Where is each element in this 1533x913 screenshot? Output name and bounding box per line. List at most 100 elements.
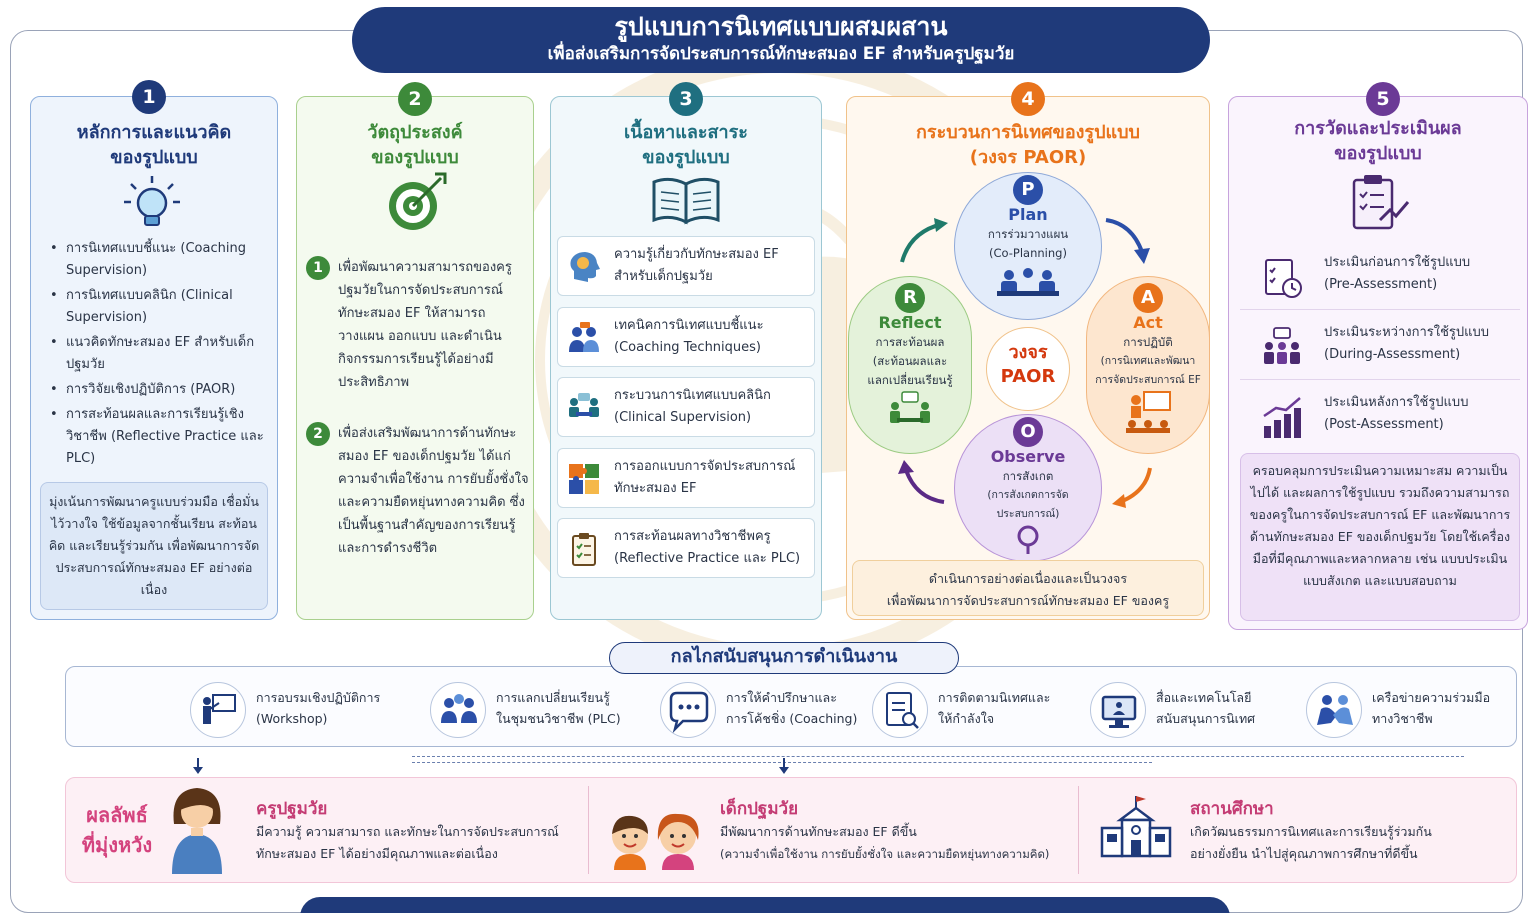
objective-1-number: 1	[306, 256, 330, 280]
clipboard-check-icon	[572, 533, 596, 566]
content-item-line2: (Reflective Practice และ PLC)	[614, 551, 801, 566]
outcome-teacher-text: มีความรู้ ความสามารถ และทักษะในการจัดประ…	[256, 821, 586, 865]
panel-4-title: กระบวนการนิเทศของรูปแบบ (วงจร PAOR)	[846, 120, 1210, 170]
assessment-line2: (Post-Assessment)	[1324, 417, 1444, 432]
content-item-line1: การสะท้อนผลทางวิชาชีพครู	[614, 529, 771, 544]
outcome-children-line1: มีพัฒนาการด้านทักษะสมอง EF ดีขึ้น	[720, 824, 917, 839]
community-group-icon	[430, 682, 486, 738]
group-discussion-icon	[1264, 327, 1300, 364]
support-item-line1: การให้คำปรึกษาและ	[726, 690, 837, 705]
act-sub2: (การนิเทศและพัฒนา	[1100, 355, 1196, 367]
panel-3-title: เนื้อหาและสาระ ของรูปแบบ	[550, 120, 822, 170]
content-item: เทคนิคการนิเทศแบบชี้แนะ (Coaching Techni…	[557, 307, 815, 367]
outcome-school-line2: อย่างยั่งยืน นำไปสู่คุณภาพการศึกษาที่ดีข…	[1190, 846, 1418, 861]
support-item: การให้คำปรึกษาและ การโค้ชชิ่ง (Coaching)	[658, 680, 868, 738]
lightbulb-icon	[124, 176, 180, 226]
assessment-item: ประเมินหลังการใช้รูปแบบ (Post-Assessment…	[1240, 386, 1520, 450]
observe-sub1: การสังเกต	[1002, 469, 1054, 483]
assessment-line1: ประเมินระหว่างการใช้รูปแบบ	[1324, 325, 1490, 340]
panel-2-number-badge: 2	[398, 82, 432, 116]
support-item-line1: การแลกเปลี่ยนเรียนรู้	[496, 690, 610, 705]
act-sub1: การปฏิบัติ	[1123, 335, 1173, 349]
plan-sub1: การร่วมวางแผน	[987, 227, 1069, 241]
discussion-table-icon	[890, 391, 930, 423]
content-item-line2: (Clinical Supervision)	[614, 410, 752, 425]
assessment-line2: (During-Assessment)	[1324, 347, 1461, 362]
connector-dashed-line	[412, 762, 1152, 763]
content-item-line1: ความรู้เกี่ยวกับทักษะสมอง EF	[614, 247, 779, 262]
objective-1-text: เพื่อพัฒนาความสามารถของครูปฐมวัยในการจัด…	[338, 260, 512, 390]
panel-5-title-line2: ของรูปแบบ	[1334, 143, 1422, 164]
assessment-item: ประเมินระหว่างการใช้รูปแบบ (During-Asses…	[1240, 316, 1520, 380]
outcome-teacher-line2: ทักษะสมอง EF ได้อย่างมีคุณภาพและต่อเนื่อ…	[256, 846, 498, 861]
connector-dashed-line	[412, 756, 1464, 757]
paor-note: ดำเนินการอย่างต่อเนื่องและเป็นวงจร เพื่อ…	[852, 560, 1204, 616]
arrow-reflect-to-plan	[900, 218, 948, 263]
workshop-presenter-icon	[190, 682, 246, 738]
connector-arrow-down	[779, 758, 789, 774]
support-item-line1: การติดตามนิเทศและ	[938, 690, 1051, 705]
co-planning-table-icon	[997, 268, 1059, 296]
arrow-plan-to-act	[1105, 218, 1150, 264]
footer-banner	[300, 897, 1230, 913]
children-avatar-icon	[612, 813, 699, 870]
target-icon	[389, 172, 447, 230]
principle-item: การนิเทศแบบคลินิก (Clinical Supervision)	[40, 285, 272, 329]
subtitle: เพื่อส่งเสริมการจัดประสบการณ์ทักษะสมอง E…	[547, 44, 1015, 64]
principles-list: การนิเทศแบบชี้แนะ (Coaching Supervision)…	[40, 238, 272, 473]
panel-3-title-line2: ของรูปแบบ	[642, 147, 730, 168]
principle-item: การวิจัยเชิงปฏิบัติการ (PAOR)	[40, 379, 272, 401]
paor-center-line1: วงจร	[1008, 342, 1048, 363]
support-item: การติดตามนิเทศและ ให้กำลังใจ	[870, 680, 1070, 738]
observe-letter: O	[1013, 417, 1043, 447]
panel-1-title: หลักการและแนวคิด ของรูปแบบ	[30, 120, 278, 170]
teacher-avatar-icon	[172, 788, 222, 874]
outcome-teacher-title: ครูปฐมวัย	[256, 799, 328, 819]
panel-3-number-badge: 3	[669, 82, 703, 116]
panel-5-title-line1: การวัดและประเมินผล	[1294, 118, 1462, 139]
outcome-teacher-line1: มีความรู้ ความสามารถ และทักษะในการจัดประ…	[256, 824, 559, 839]
outcome-school-text: เกิดวัฒนธรรมการนิเทศและการเรียนรู้ร่วมกั…	[1190, 821, 1510, 865]
teacher-board-icon	[1126, 391, 1171, 433]
support-item-line2: สนับสนุนการนิเทศ	[1156, 711, 1256, 726]
outcome-divider	[588, 786, 589, 874]
principle-item: การนิเทศแบบชี้แนะ (Coaching Supervision)	[40, 238, 272, 282]
outcomes-label-line2: ที่มุ่งหวัง	[81, 833, 153, 857]
connector-arrow-down	[193, 758, 203, 774]
objective-1: 1 เพื่อพัฒนาความสามารถของครูปฐมวัยในการจ…	[306, 256, 530, 394]
support-item: การอบรมเชิงปฏิบัติการ (Workshop)	[188, 680, 398, 738]
support-item: เครือข่ายความร่วมมือ ทางวิชาชีพ	[1304, 680, 1509, 738]
panel-5-number-badge: 5	[1366, 82, 1400, 116]
panel-1-number-badge: 1	[132, 80, 166, 114]
observe-sub2: (การสังเกตการจัด	[987, 489, 1069, 501]
support-item-line2: การโค้ชชิ่ง (Coaching)	[726, 711, 858, 726]
panel-4-number-badge: 4	[1011, 82, 1045, 116]
checklist-clock-icon	[1265, 259, 1302, 298]
reflect-circle: R Reflect การสะท้อนผล (สะท้อนผลและ แลกเป…	[848, 276, 972, 454]
puzzle-icon	[569, 464, 599, 494]
observe-name: Observe	[990, 447, 1066, 466]
content-item-line1: การออกแบบการจัดประสบการณ์	[614, 459, 796, 474]
panel-2-title-line1: วัตถุประสงค์	[367, 122, 463, 143]
outcome-children-text: มีพัฒนาการด้านทักษะสมอง EF ดีขึ้น (ความจ…	[720, 821, 1075, 865]
act-letter: A	[1133, 283, 1163, 313]
reflect-name: Reflect	[878, 313, 942, 332]
panel-4-title-line1: กระบวนการนิเทศของรูปแบบ	[916, 122, 1140, 143]
plan-sub2: (Co-Planning)	[989, 246, 1067, 260]
arrow-act-to-observe	[1112, 467, 1152, 508]
chat-bubble-icon	[660, 682, 716, 738]
support-item-line1: การอบรมเชิงปฏิบัติการ	[256, 690, 381, 705]
paor-note-line1: ดำเนินการอย่างต่อเนื่องและเป็นวงจร	[928, 571, 1128, 586]
reflect-sub1: การสะท้อนผล	[875, 335, 945, 349]
panel-1-title-line2: ของรูปแบบ	[110, 147, 198, 168]
content-item-line2: (Coaching Techniques)	[614, 340, 761, 355]
observe-sub3: ประสบการณ์)	[996, 508, 1060, 520]
principle-item: แนวคิดทักษะสมอง EF สำหรับเด็กปฐมวัย	[40, 332, 272, 376]
plan-letter: P	[1013, 175, 1043, 205]
outcome-children-title: เด็กปฐมวัย	[720, 799, 799, 819]
plan-circle: P Plan การร่วมวางแผน (Co-Planning)	[954, 172, 1102, 320]
outcome-divider	[1078, 786, 1079, 874]
computer-media-icon	[1090, 682, 1146, 738]
outcome-school-title: สถานศึกษา	[1190, 799, 1274, 819]
panel-3-title-line1: เนื้อหาและสาระ	[624, 122, 748, 143]
